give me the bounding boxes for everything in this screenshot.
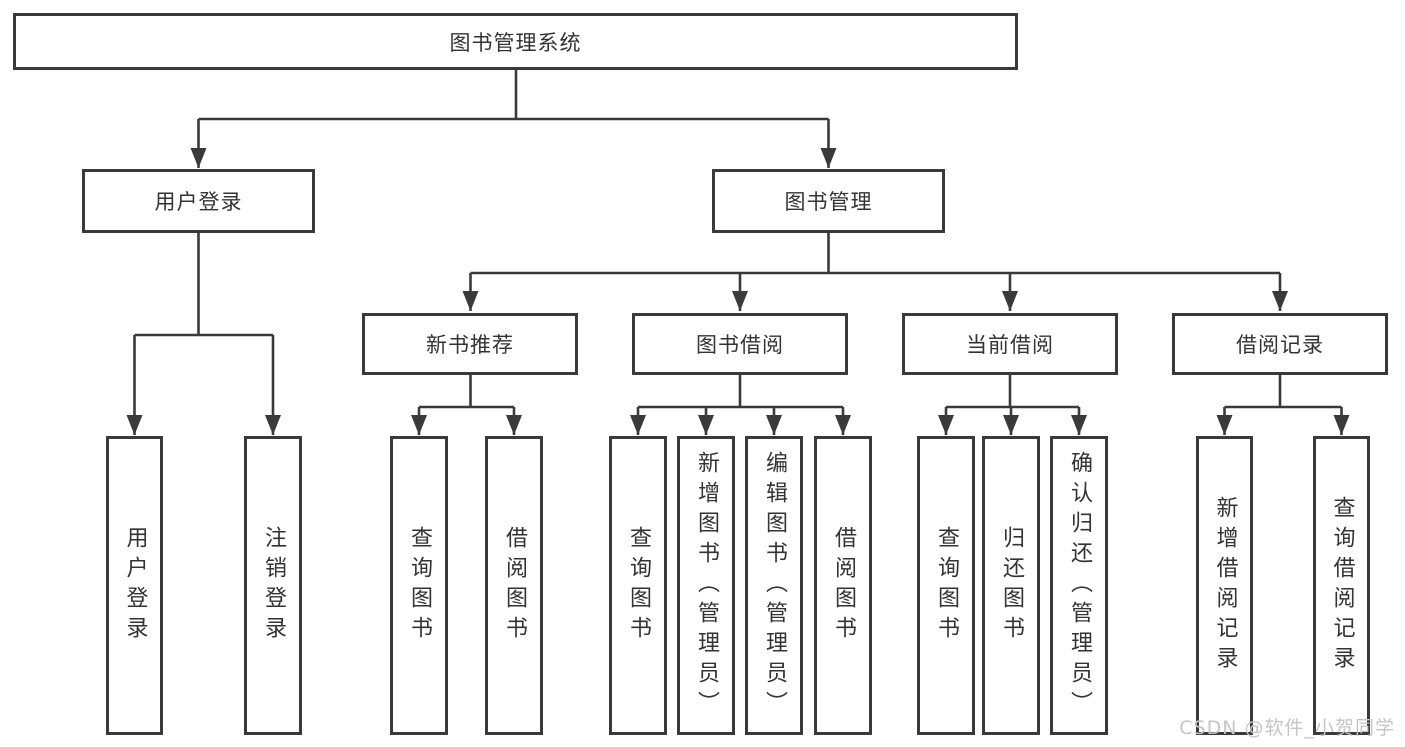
connector-book-management-to-level2 (462, 233, 1288, 311)
leaf-add-book-admin: 新增图书（管理员） (677, 436, 735, 735)
leaf-borrow-books-recommend: 借阅图书 (485, 436, 543, 735)
node-book-borrow: 图书借阅 (632, 313, 848, 375)
node-current-borrow: 当前借阅 (902, 313, 1118, 375)
node-user-login: 用户登录 (82, 169, 315, 233)
connector-current-borrow-to-leaves (938, 375, 1087, 435)
watermark: CSDN @软件_小贺同学 (1179, 717, 1395, 739)
node-new-book-recommend: 新书推荐 (362, 313, 578, 375)
leaf-return-book: 归还图书 (982, 436, 1040, 735)
node-root: 图书管理系统 (13, 13, 1018, 70)
node-borrow-records: 借阅记录 (1172, 313, 1388, 375)
leaf-logout: 注销登录 (244, 436, 302, 735)
leaf-user-login: 用户登录 (106, 436, 163, 735)
connector-new-book-recommend-to-leaves (411, 375, 522, 435)
node-book-management: 图书管理 (712, 169, 945, 233)
leaf-confirm-return-admin: 确认归还（管理员） (1050, 436, 1108, 735)
connector-book-borrow-to-leaves (630, 375, 851, 435)
connector-borrow-records-to-leaves (1216, 375, 1350, 435)
leaf-add-borrow-record: 新增借阅记录 (1196, 436, 1253, 735)
leaf-query-borrow-record: 查询借阅记录 (1313, 436, 1370, 735)
leaf-query-books-recommend: 查询图书 (390, 436, 448, 735)
leaf-query-books-current: 查询图书 (917, 436, 975, 735)
leaf-edit-book-admin: 编辑图书（管理员） (745, 436, 803, 735)
connector-root-to-level1 (190, 70, 837, 168)
leaf-query-books-borrow: 查询图书 (609, 436, 667, 735)
leaf-borrow-books-borrow: 借阅图书 (814, 436, 872, 735)
connector-user-login-to-leaves (126, 233, 281, 435)
